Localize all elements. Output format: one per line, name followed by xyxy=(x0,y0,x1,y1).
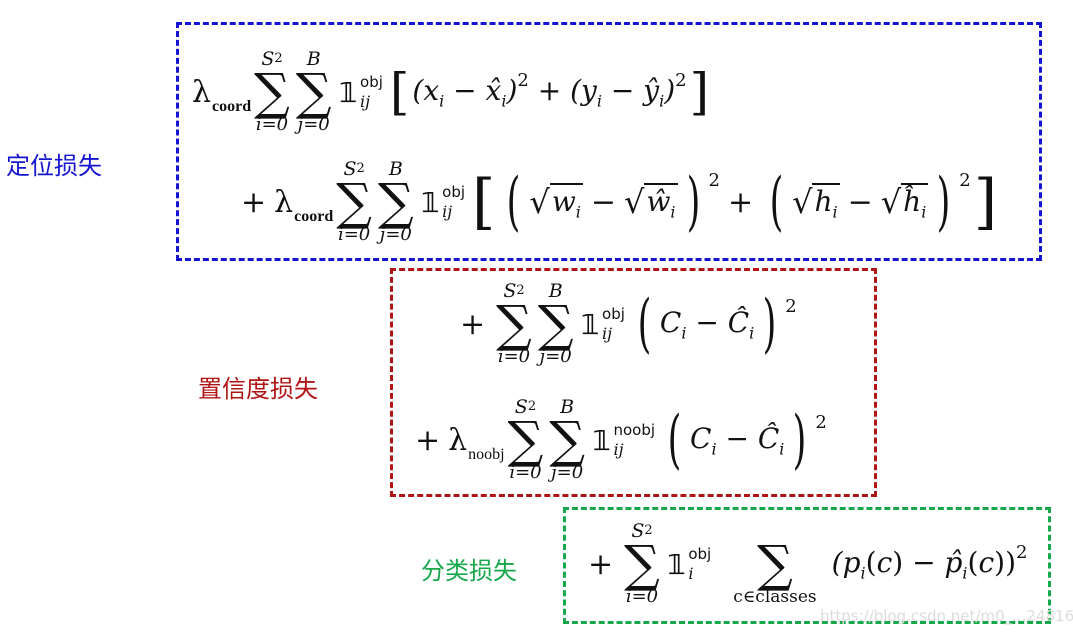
confidence-loss-box xyxy=(390,268,877,497)
sum-s2-2: S2 ∑ i=0 xyxy=(336,158,372,245)
classification-loss-box xyxy=(563,507,1051,624)
sum-b: B ∑ j=0 xyxy=(295,48,332,135)
sum-b-2: B ∑ j=0 xyxy=(377,158,414,245)
xy-term: (xi − x̂i)2 + (yi − ŷi)2 xyxy=(412,69,687,111)
confidence-loss-label: 置信度损失 xyxy=(198,375,318,403)
sqrt-w: √wi xyxy=(529,182,583,222)
sum-b-3: B ∑ j=0 xyxy=(537,280,574,367)
sum-b-4: B ∑ j=0 xyxy=(549,396,586,483)
classification-loss-label: 分类损失 xyxy=(421,557,517,585)
sum-s2-4: S2 ∑ i=0 xyxy=(507,396,544,483)
sum-classes: ∑ c∈classes xyxy=(733,535,817,607)
sum-s2-5: S2 ∑ i=0 xyxy=(624,520,660,607)
sqrt-w-hat: √ŵi xyxy=(624,182,678,222)
sqrt-h-hat: √ĥi xyxy=(880,182,929,222)
localization-loss-box xyxy=(176,22,1042,261)
sum-s2: S2 ∑ i=0 xyxy=(254,48,290,135)
conf-term-obj: Ci − Ĉi xyxy=(659,305,755,343)
localization-loss-label: 定位损失 xyxy=(6,152,102,180)
sum-s2-3: S2 ∑ i=0 xyxy=(496,280,532,367)
sqrt-h: √hi xyxy=(792,182,840,222)
watermark: https://blog.csdn.net/m0_...24816?3 xyxy=(820,607,1073,625)
class-term: (pi(c) − p̂i(c))2 xyxy=(831,541,1028,583)
conf-term-noobj: Ci − Ĉi xyxy=(690,421,785,459)
